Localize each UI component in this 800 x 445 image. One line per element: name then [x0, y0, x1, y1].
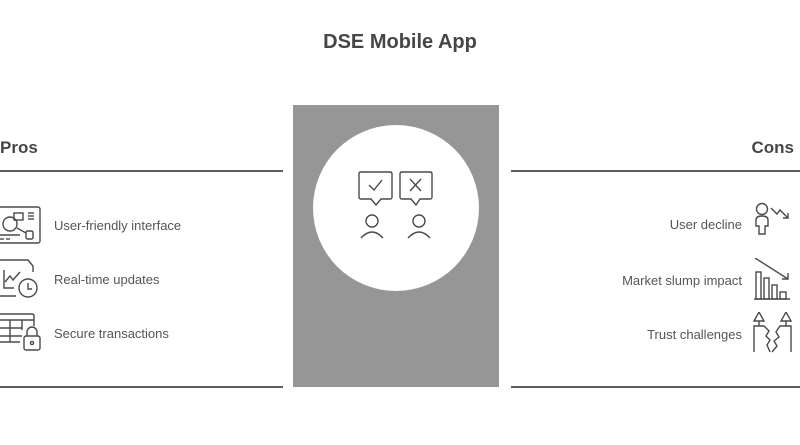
cons-item: User decline [669, 202, 796, 246]
table-lock-icon [0, 312, 44, 354]
diagram-title: DSE Mobile App [323, 31, 477, 53]
pros-item-label: Secure transactions [54, 325, 169, 341]
cons-item-label: Market slump impact [622, 272, 742, 288]
cons-heading: Cons [751, 138, 795, 157]
cons-bottom-divider [511, 386, 800, 388]
pros-item: Secure transactions [0, 313, 169, 353]
pros-item: User-friendly interface [0, 205, 181, 245]
pros-top-divider [0, 170, 283, 172]
interface-layout-icon [0, 206, 44, 244]
declining-bars-icon [752, 258, 796, 302]
pros-item-label: User-friendly interface [54, 217, 182, 233]
pros-cons-people-icon [358, 171, 433, 239]
pros-item-label: Real-time updates [54, 271, 160, 287]
user-decline-icon [752, 202, 796, 246]
cons-item-label: Trust challenges [647, 326, 742, 342]
chart-clock-icon [0, 258, 44, 300]
pros-bottom-divider [0, 386, 283, 388]
cons-item-label: User decline [669, 216, 742, 232]
center-panel [293, 105, 499, 387]
pros-item: Real-time updates [0, 259, 160, 299]
pros-heading: Pros [0, 138, 38, 157]
cons-top-divider [511, 170, 800, 172]
broken-trust-icon [752, 312, 796, 356]
center-circle [313, 125, 479, 291]
cons-item: Market slump impact [622, 258, 796, 302]
cons-item: Trust challenges [647, 312, 796, 356]
